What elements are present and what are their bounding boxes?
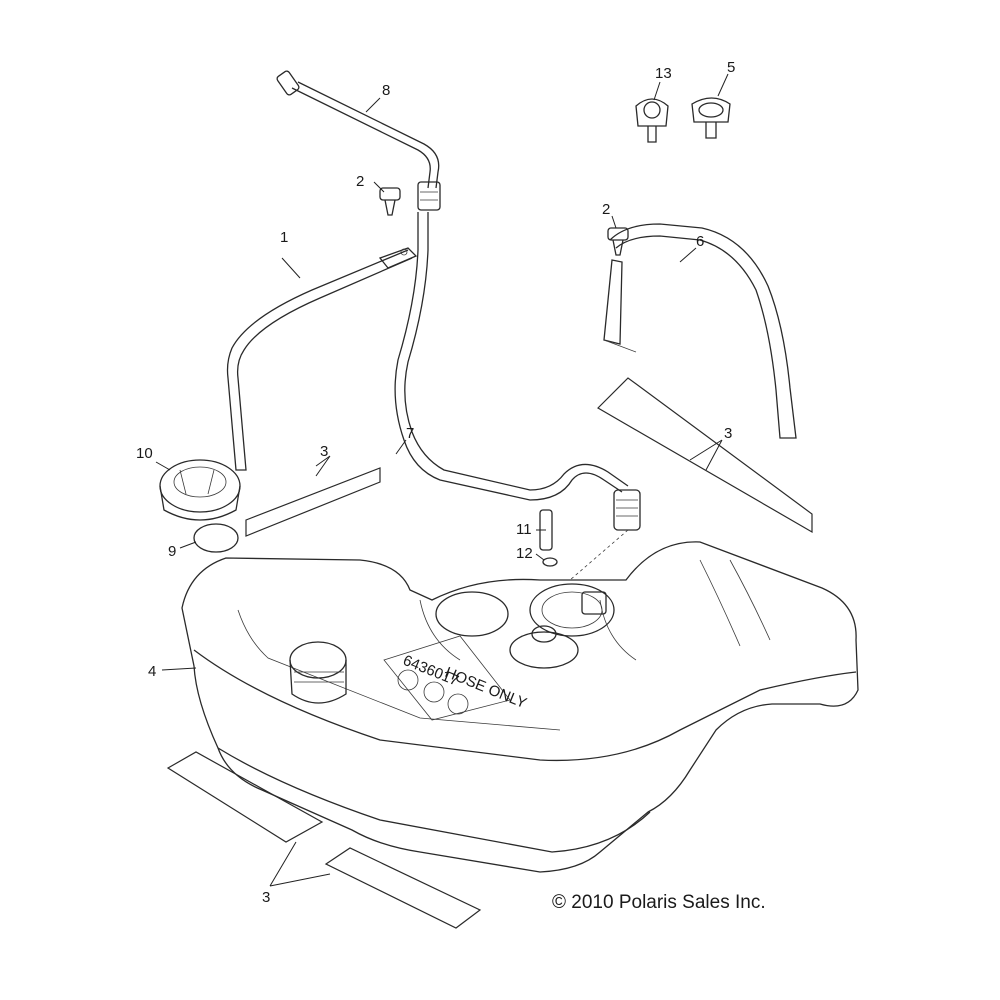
push-rivet-2a xyxy=(379,187,401,216)
callout-10: 10 xyxy=(136,445,153,462)
callout-2b: 2 xyxy=(602,201,610,218)
callout-9: 9 xyxy=(168,543,176,560)
assembly-dashed-line xyxy=(569,529,629,581)
strap-6 xyxy=(603,223,797,439)
fuel-tank-4 xyxy=(181,541,859,873)
callout-2a: 2 xyxy=(356,173,364,190)
tank-label-line2: HOSE ONLY xyxy=(443,664,529,712)
callout-3c: 3 xyxy=(262,889,270,906)
pad-3-right xyxy=(597,377,813,534)
callout-7: 7 xyxy=(406,425,414,442)
callout-4: 4 xyxy=(148,663,156,680)
pad-3-left xyxy=(245,467,381,537)
callout-5: 5 xyxy=(727,59,735,76)
pad-3-bottom-a xyxy=(166,751,324,843)
strap-1 xyxy=(226,247,418,471)
copyright-notice: © 2010 Polaris Sales Inc. xyxy=(552,892,766,913)
pad-3-bottom-b xyxy=(324,847,482,929)
push-rivet-2b xyxy=(607,227,629,256)
callout-8: 8 xyxy=(382,82,390,99)
clip-5 xyxy=(691,97,731,139)
callout-12: 12 xyxy=(516,545,533,562)
fuel-hose-7 xyxy=(394,212,641,531)
clamp-12 xyxy=(542,557,558,567)
callout-13: 13 xyxy=(655,65,672,82)
callout-6: 6 xyxy=(696,233,704,250)
callout-1: 1 xyxy=(280,229,288,246)
callout-3a: 3 xyxy=(320,443,328,460)
clip-13 xyxy=(635,98,669,143)
callout-3b: 3 xyxy=(724,425,732,442)
filler-cap-10 xyxy=(159,459,241,521)
callout-11: 11 xyxy=(516,521,532,538)
leader-lines xyxy=(155,73,729,887)
o-ring-9 xyxy=(193,523,239,553)
vent-hose-8 xyxy=(276,70,441,211)
